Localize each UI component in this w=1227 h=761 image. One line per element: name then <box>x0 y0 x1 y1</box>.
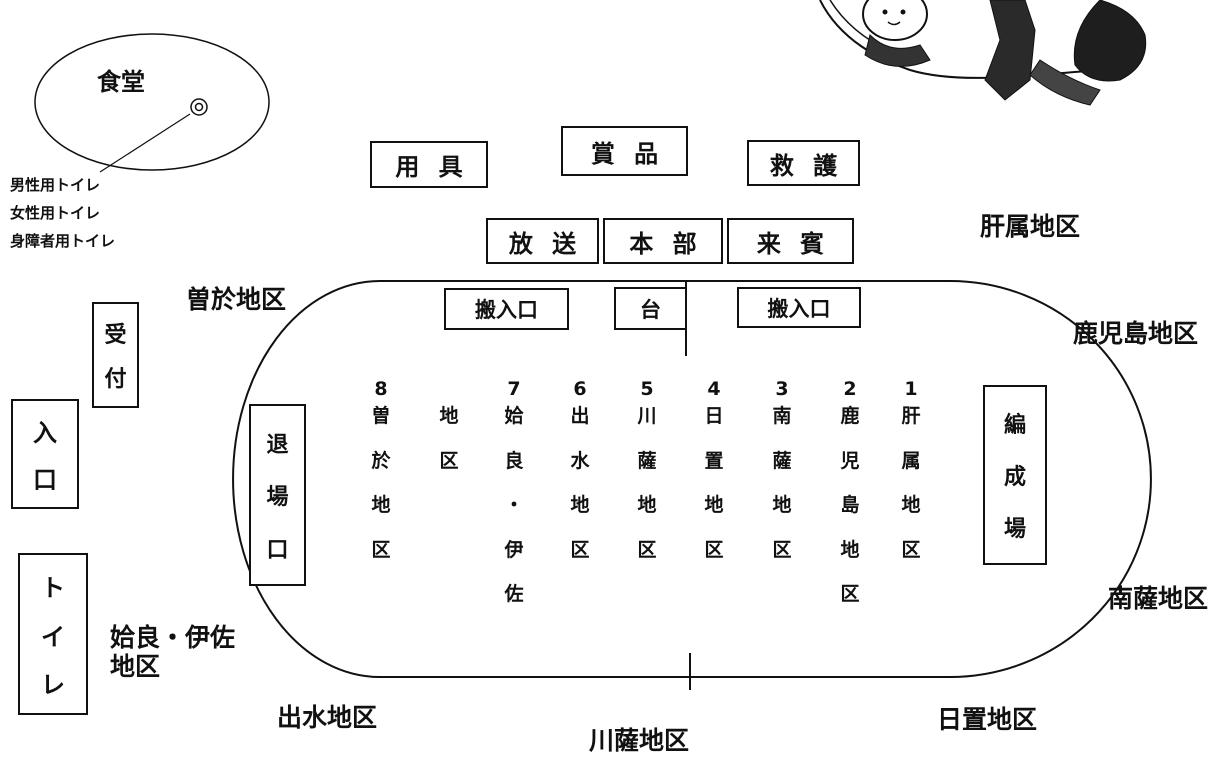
formation-area: 編成場 <box>983 385 1047 565</box>
toilet-marker-icon <box>190 98 208 116</box>
male-toilet-label: 男性用トイレ <box>10 176 101 194</box>
lane-character: ・ <box>504 494 524 516</box>
stand: 台 <box>614 287 687 330</box>
lane-character: 区 <box>840 583 860 605</box>
lane-number: 2 <box>843 378 857 400</box>
lane-character: 薩 <box>772 449 792 472</box>
region-hioki: 日置地区 <box>937 705 1038 734</box>
lane-number: 4 <box>707 378 721 400</box>
region-kimotsuki: 肝属地区 <box>980 212 1081 241</box>
lane-character: 鹿 <box>840 405 860 427</box>
lane-column: 地区 <box>429 380 469 496</box>
lane-column: 3 南薩地区 <box>762 380 802 585</box>
lane-character: 属 <box>901 449 921 472</box>
cafeteria-label: 食堂 <box>97 68 145 96</box>
lane-character: 薩 <box>637 449 657 472</box>
region-aira-isa-line1: 姶良・伊佐 <box>110 623 236 652</box>
region-satsuma: 川薩地区 <box>589 726 690 755</box>
lane-character: 川 <box>637 405 657 427</box>
lane-character: 出 <box>570 405 590 427</box>
lane-character: 区 <box>439 449 459 472</box>
female-toilet-label: 女性用トイレ <box>10 204 101 222</box>
equipment-tent: 用具 <box>370 141 488 188</box>
lane-character: 肝 <box>901 405 921 427</box>
lane-column: 8 曽於地区 <box>361 380 401 585</box>
lane-character: 佐 <box>504 583 524 605</box>
lane-character: 地 <box>704 494 724 516</box>
lane-number: 6 <box>573 378 587 400</box>
lane-character: 地 <box>840 538 860 561</box>
prizes-tent: 賞品 <box>561 126 688 176</box>
carry-in-left: 搬入口 <box>444 288 569 330</box>
broadcast-tent: 放送 <box>486 218 599 264</box>
lane-character: 児 <box>840 449 860 472</box>
lane-character: 地 <box>570 494 590 516</box>
region-nansatsu: 南薩地区 <box>1108 584 1209 613</box>
lane-number: 7 <box>507 378 521 400</box>
lane-character: 区 <box>570 538 590 561</box>
first-aid-tent: 救護 <box>747 140 860 186</box>
cafeteria-area <box>34 33 270 173</box>
lane-character: 区 <box>371 538 391 561</box>
toilet-building: トイレ <box>18 553 88 715</box>
lane-number: 8 <box>374 378 388 400</box>
exit-gate: 退場口 <box>249 404 306 586</box>
lane-number: 5 <box>640 378 654 400</box>
lane-character: 曽 <box>371 405 391 427</box>
lane-column: 2 鹿児島地区 <box>830 380 870 630</box>
toilet-pointer-line <box>99 113 191 173</box>
lane-character: 地 <box>439 405 459 427</box>
lane-character: 区 <box>704 538 724 561</box>
region-kagoshima: 鹿児島地区 <box>1073 319 1199 348</box>
lane-character: 南 <box>772 405 792 427</box>
lane-number: 3 <box>775 378 789 400</box>
accessible-toilet-label: 身障者用トイレ <box>10 232 116 250</box>
lane-character: 姶 <box>504 405 524 427</box>
lane-character: 島 <box>840 494 860 516</box>
carry-in-right: 搬入口 <box>737 287 861 328</box>
region-aira-isa-line2: 地区 <box>110 651 161 681</box>
lane-character: 日 <box>704 405 724 427</box>
lane-character: 地 <box>901 494 921 516</box>
lane-column: 5 川薩地区 <box>627 380 667 585</box>
lane-character: 地 <box>772 494 792 516</box>
guests-tent: 来賓 <box>727 218 854 264</box>
mascot-illustration <box>819 0 1147 106</box>
lane-character: 良 <box>504 449 524 472</box>
region-soo: 曽於地区 <box>186 285 287 314</box>
lane-character: 区 <box>637 538 657 561</box>
lane-number <box>429 380 469 407</box>
lane-character: 水 <box>570 449 590 472</box>
lane-column: 4 日置地区 <box>694 380 734 585</box>
lane-character: 区 <box>901 538 921 561</box>
lane-column: 1 肝属地区 <box>891 380 931 585</box>
reception-booth: 受付 <box>92 302 139 408</box>
region-izumi: 出水地区 <box>277 703 378 732</box>
lane-column: 7 姶良・伊佐 <box>494 380 534 630</box>
entrance-gate: 入口 <box>11 399 79 509</box>
lane-character: 地 <box>637 494 657 516</box>
lane-character: 地 <box>371 494 391 516</box>
lane-character: 置 <box>704 449 724 472</box>
lane-column: 6 出水地区 <box>560 380 600 585</box>
headquarters-tent: 本部 <box>603 218 723 264</box>
region-aira-isa: 姶良・伊佐 地区 <box>110 623 236 682</box>
toilet-type-list: 男性用トイレ 女性用トイレ 身障者用トイレ <box>10 171 115 255</box>
lane-number: 1 <box>904 378 918 400</box>
lane-character: 区 <box>772 538 792 561</box>
lane-character: 於 <box>371 449 391 472</box>
lane-character: 伊 <box>504 538 524 561</box>
